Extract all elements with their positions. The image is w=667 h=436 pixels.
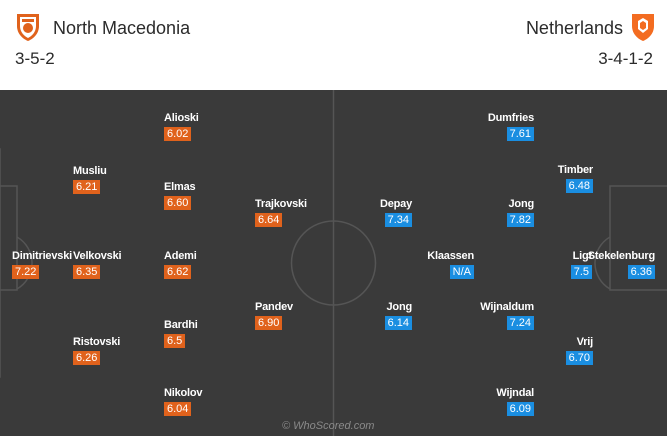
player-name: Klaassen — [427, 250, 474, 262]
player-rating: 7.34 — [384, 213, 412, 227]
player-name: Pandev — [255, 301, 293, 313]
player-name: Ademi — [164, 250, 197, 262]
player-rating: 6.62 — [164, 265, 192, 279]
away-player[interactable]: Timber 6.48 — [558, 164, 593, 204]
away-team-name[interactable]: Netherlands — [525, 18, 623, 38]
away-player[interactable]: Vrij 6.70 — [565, 336, 594, 376]
player-rating: 6.09 — [506, 402, 534, 416]
player-rating: 6.64 — [255, 213, 283, 227]
player-name: Stekelenburg — [587, 250, 655, 262]
player-name: Elmas — [164, 181, 196, 193]
player-name: Vrij — [576, 336, 594, 348]
player-rating: 6.14 — [384, 316, 412, 330]
watermark: © WhoScored.com — [282, 420, 375, 432]
pitch-markings — [0, 90, 667, 436]
player-name: Wijnaldum — [480, 301, 534, 313]
away-player[interactable]: Jong 7.82 — [506, 198, 535, 238]
player-rating: 6.02 — [164, 127, 192, 141]
player-rating: N/A — [449, 265, 474, 279]
player-rating: 6.60 — [164, 196, 192, 210]
player-name: Musliu — [73, 165, 107, 177]
away-formation: 3-4-1-2 — [598, 49, 653, 68]
away-player[interactable]: Jong 6.14 — [384, 301, 413, 341]
player-name: Wijndal — [496, 387, 534, 399]
home-player[interactable]: Nikolov 6.04 — [164, 387, 203, 427]
pitch: Dimitrievski 7.22 Velkovski 6.35 Musliu … — [0, 90, 667, 436]
player-name: Nikolov — [164, 387, 203, 399]
player-rating: 6.70 — [565, 351, 593, 365]
home-player[interactable]: Bardhi 6.5 — [164, 319, 198, 359]
north-macedonia-crest-icon — [17, 14, 39, 41]
away-player[interactable]: Depay 7.34 — [380, 198, 412, 238]
player-name: Ligt — [572, 250, 593, 262]
away-player[interactable]: Wijnaldum 7.24 — [480, 301, 534, 341]
home-player[interactable]: Musliu 6.21 — [73, 165, 107, 205]
netherlands-crest-icon — [632, 14, 654, 41]
home-player[interactable]: Trajkovski 6.64 — [255, 198, 307, 238]
player-name: Depay — [379, 198, 412, 210]
away-player[interactable]: Stekelenburg 6.36 — [588, 250, 655, 290]
player-name: Trajkovski — [255, 198, 307, 210]
away-player[interactable]: Ligt 7.5 — [570, 250, 593, 290]
player-name: Ristovski — [73, 336, 121, 348]
player-name: Alioski — [164, 112, 199, 124]
player-rating: 7.82 — [506, 213, 534, 227]
player-rating: 6.21 — [73, 180, 101, 194]
player-rating: 6.90 — [255, 316, 283, 330]
home-player[interactable]: Elmas 6.60 — [164, 181, 196, 221]
player-name: Velkovski — [73, 250, 122, 262]
home-player[interactable]: Pandev 6.90 — [255, 301, 293, 341]
player-rating: 7.5 — [570, 265, 592, 279]
player-rating: 6.26 — [73, 351, 101, 365]
player-name: Bardhi — [164, 319, 198, 331]
player-rating: 6.48 — [565, 179, 593, 193]
player-name: Jong — [508, 198, 535, 210]
home-player[interactable]: Alioski 6.02 — [164, 112, 199, 152]
player-name: Dumfries — [487, 112, 534, 124]
player-rating: 6.35 — [73, 265, 101, 279]
player-rating: 7.22 — [12, 265, 40, 279]
home-player[interactable]: Dimitrievski 7.22 — [12, 250, 72, 290]
away-player[interactable]: Dumfries 7.61 — [488, 112, 534, 152]
player-name: Timber — [557, 164, 593, 176]
home-player[interactable]: Velkovski 6.35 — [73, 250, 122, 290]
player-rating: 6.5 — [164, 334, 186, 348]
home-player[interactable]: Ademi 6.62 — [164, 250, 197, 290]
away-player[interactable]: Klaassen N/A — [427, 250, 474, 290]
player-name: Jong — [386, 301, 413, 313]
lineup-header: North Macedonia 3-5-2 Netherlands 3-4-1-… — [0, 0, 667, 90]
player-rating: 7.24 — [506, 316, 534, 330]
player-rating: 6.36 — [627, 265, 655, 279]
home-player[interactable]: Ristovski 6.26 — [73, 336, 120, 376]
player-rating: 6.04 — [164, 402, 192, 416]
away-player[interactable]: Wijndal 6.09 — [496, 387, 534, 427]
player-name: Dimitrievski — [12, 250, 72, 262]
home-formation: 3-5-2 — [15, 49, 55, 68]
home-team-name[interactable]: North Macedonia — [53, 18, 191, 38]
player-rating: 7.61 — [506, 127, 534, 141]
